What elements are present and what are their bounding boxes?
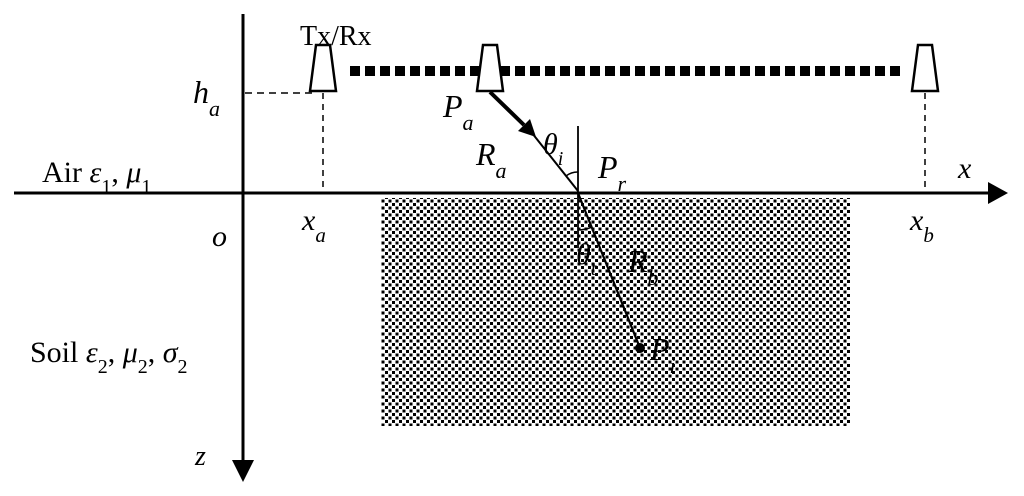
incident-ray-segment	[531, 132, 579, 192]
rb-label: Rb	[627, 243, 659, 290]
x-axis-label: x	[957, 152, 972, 185]
soil-medium-label: Soil ε2, μ2, σ2	[30, 336, 188, 378]
xb-label: xb	[909, 204, 934, 247]
pr-label: Pr	[597, 149, 627, 196]
antenna-icon-pa	[475, 43, 505, 93]
origin-label: o	[212, 220, 227, 253]
antenna-icon-xa	[308, 43, 338, 93]
incidence-angle-arc	[565, 171, 579, 177]
antenna-label: Tx/Rx	[300, 21, 372, 52]
height-label: ha	[193, 74, 220, 121]
z-axis-arrowhead	[232, 460, 254, 482]
transmission-angle-arc	[577, 226, 593, 231]
theta-t-label: θt	[576, 238, 597, 280]
x-axis-arrowhead	[988, 182, 1008, 204]
transmitted-ray	[576, 192, 642, 349]
pi-label: Pi	[649, 331, 676, 378]
soil-region	[381, 198, 850, 426]
incident-ray-arrowhead	[518, 119, 536, 137]
theta-i-label: θi	[543, 128, 563, 170]
incident-ray	[488, 90, 526, 127]
air-medium-label: Air ε1, μ1	[42, 156, 151, 198]
xa-label: xa	[301, 204, 326, 247]
antenna-icon-xb	[910, 43, 940, 93]
target-point	[635, 343, 645, 353]
z-axis-label: z	[194, 441, 206, 472]
ra-label: Ra	[475, 136, 507, 183]
pa-label: Pa	[442, 88, 474, 135]
